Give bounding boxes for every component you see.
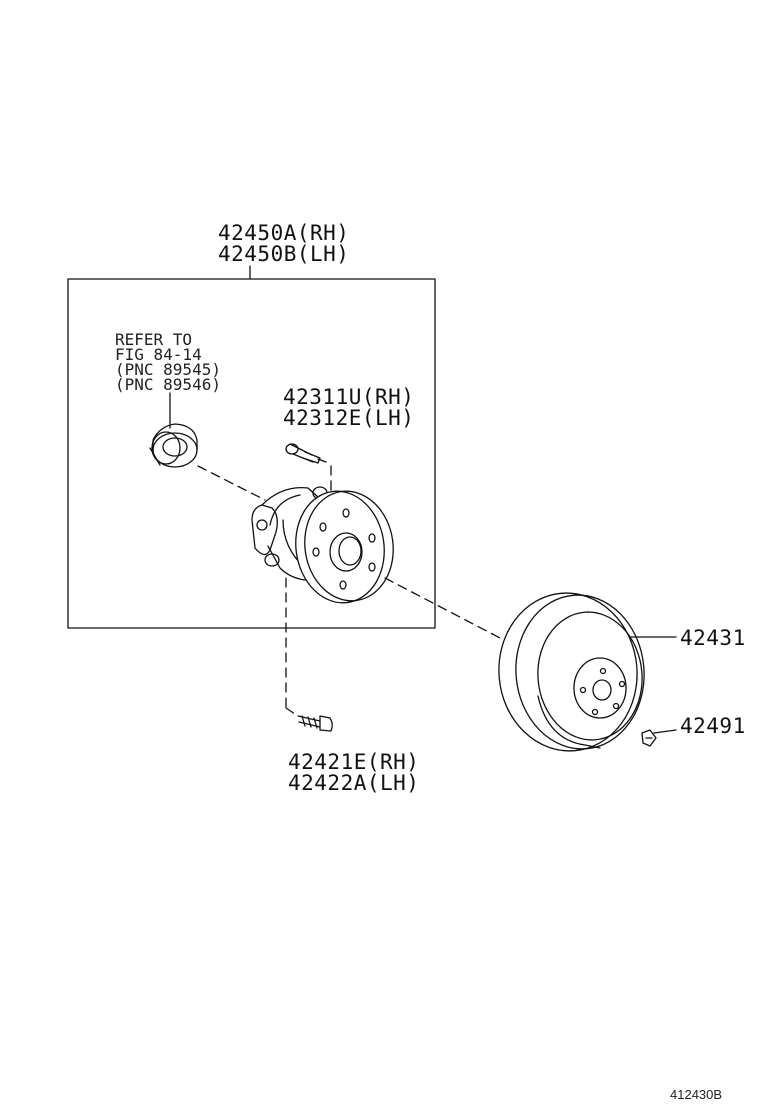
mounting-bolt-part-number-lh: 42422A(LH): [288, 771, 420, 795]
brake-disc-part[interactable]: [492, 587, 650, 756]
hub-carrier-part[interactable]: [251, 486, 328, 581]
disc-part-number: 42431: [680, 626, 746, 650]
assembly-frame: [67, 278, 436, 629]
mounting-bolt-part[interactable]: [297, 715, 333, 732]
illustration-id: 412430B: [670, 1087, 723, 1102]
reference-note-line-4: (PNC 89546): [115, 375, 221, 394]
assembly-part-number-rh: 42450A(RH): [218, 221, 350, 245]
disc-screw-part[interactable]: [641, 729, 657, 747]
hub-bolt-part-number-rh: 42311U(RH): [283, 385, 415, 409]
disc-screw-part-number: 42491: [680, 714, 746, 738]
reference-note-line-3: (PNC 89545): [115, 360, 221, 379]
hub-bolt-part[interactable]: [285, 443, 327, 464]
reference-note-line-1: REFER TO: [115, 330, 193, 349]
assembly-axis-lines: [197, 465, 501, 717]
assembly-part-number-lh: 42450B(LH): [218, 242, 350, 266]
hub-bolt-part-number-lh: 42312E(LH): [283, 406, 415, 430]
hub-flange-part[interactable]: [289, 485, 401, 608]
mounting-bolt-part-number-rh: 42421E(RH): [288, 750, 420, 774]
reference-note-line-2: FIG 84-14: [115, 345, 202, 364]
wheel-bearing-part[interactable]: [149, 423, 198, 468]
screw-leader-line: [653, 729, 677, 734]
